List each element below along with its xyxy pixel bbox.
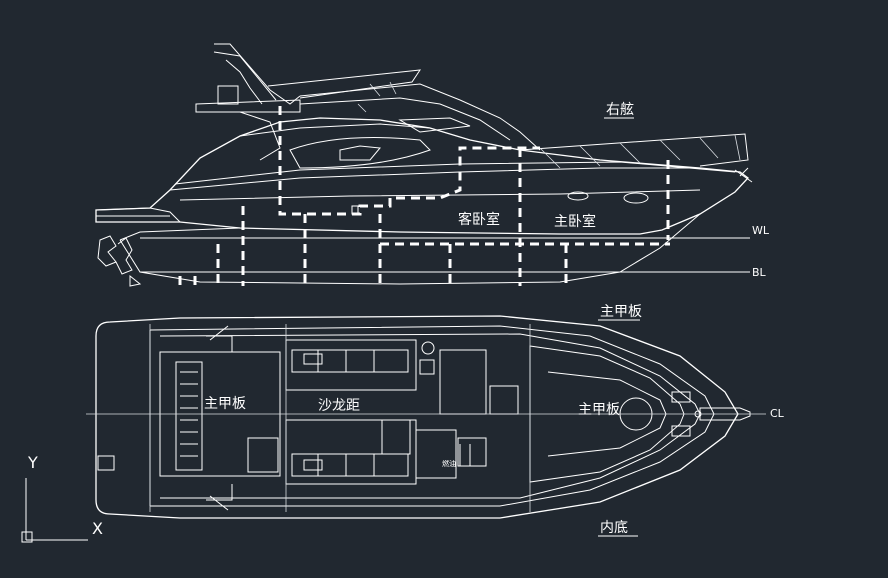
label-master-cabin: 主卧室 [554, 213, 596, 230]
hull-bottom [119, 213, 701, 285]
side-profile-view: 右舷 客卧室 主卧室 WL BL [95, 43, 770, 287]
ucs-y-label: Y [27, 453, 38, 472]
propeller-icon [97, 235, 133, 275]
ucs-x-label: X [92, 519, 103, 538]
label-guest-cabin: 客卧室 [458, 211, 500, 228]
label-cl: CL [770, 407, 785, 420]
anchor-fitting-icon [699, 407, 751, 421]
label-main-deck-aft: 主甲板 [204, 396, 246, 412]
label-wl: WL [752, 224, 770, 237]
label-bl: BL [752, 266, 767, 279]
label-inner-bottom: 内底 [600, 520, 628, 536]
plan-hull-outline [95, 315, 739, 519]
label-saloon: 沙龙距 [318, 398, 360, 414]
hull-outline [95, 117, 749, 235]
label-main-deck-top: 主甲板 [600, 304, 642, 320]
plan-view: 燃油 主甲板 主甲板 沙龙距 主甲板 CL 内底 [86, 304, 785, 537]
label-main-deck-fwd: 主甲板 [578, 402, 620, 418]
label-starboard: 右舷 [606, 102, 634, 118]
ucs-axis-icon: Y X [21, 453, 103, 543]
svg-text:燃油: 燃油 [442, 459, 456, 468]
